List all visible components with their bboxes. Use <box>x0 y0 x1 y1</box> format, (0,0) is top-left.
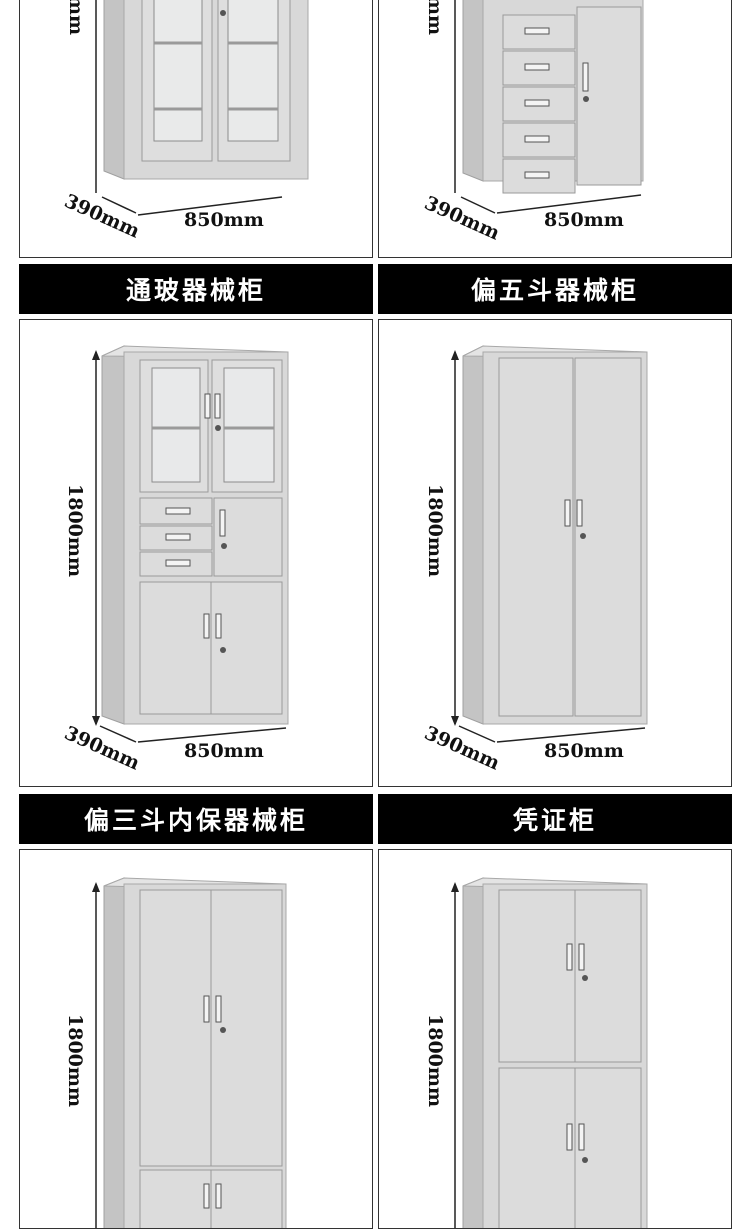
cabinet-illustration <box>92 877 287 1228</box>
cabinet-illustration <box>454 0 644 214</box>
height-label: 1800mm <box>424 1014 446 1108</box>
height-label: 1800mm <box>65 0 87 35</box>
product-cell-glass-instrument-cabinet <box>19 319 373 787</box>
product-title-banner: 通玻器械柜 <box>19 264 373 314</box>
product-title-banner: 偏三斗内保器械柜 <box>19 794 373 844</box>
cabinet-illustration <box>451 345 648 743</box>
height-label: 1800mm <box>424 0 446 35</box>
cabinet-illustration <box>95 0 309 216</box>
cabinet-illustration <box>92 345 289 743</box>
product-cell-offset-five-drawer-cabinet <box>378 319 732 787</box>
height-label: 1800mm <box>64 484 86 578</box>
product-cell-drawer-cabinet-top <box>378 0 732 258</box>
product-cell-glass-cabinet-top <box>19 0 373 258</box>
width-label: 850mm <box>544 209 624 231</box>
width-label: 850mm <box>184 209 264 231</box>
product-cell-offset-three-drawer-cabinet <box>19 849 373 1229</box>
height-label: 1800mm <box>64 1014 86 1108</box>
height-label: 1800mm <box>424 484 446 578</box>
width-label: 850mm <box>544 740 624 762</box>
product-title-banner: 偏五斗器械柜 <box>378 264 732 314</box>
width-label: 850mm <box>184 740 264 762</box>
product-title-banner: 凭证柜 <box>378 794 732 844</box>
